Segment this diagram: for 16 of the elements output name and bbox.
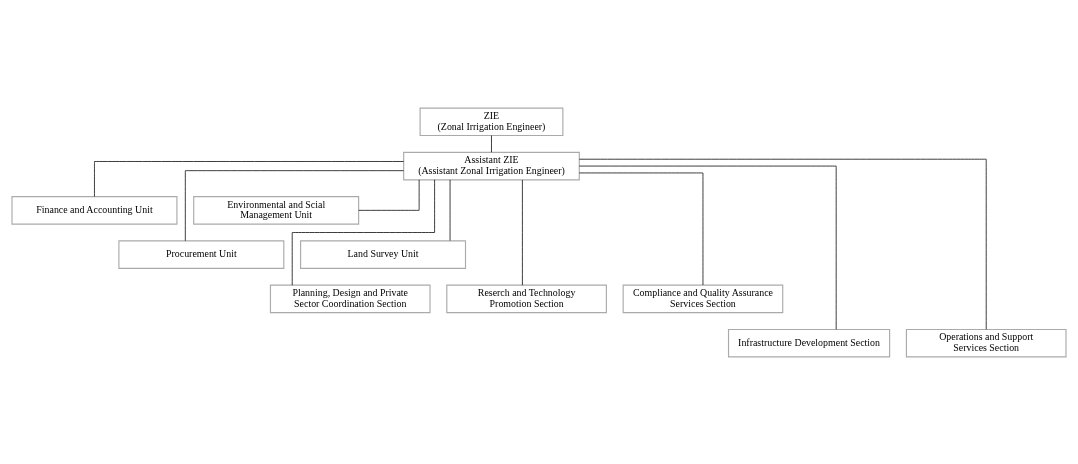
node-box: Environmental and Scial Management Unit bbox=[193, 195, 360, 225]
node-box: Assistant ZIE (Assistant Zonal Irrigation Engineer) bbox=[403, 151, 580, 180]
node-box: Reserch and Technology Promotion Section bbox=[446, 284, 607, 313]
connector bbox=[94, 160, 404, 197]
connector bbox=[358, 178, 420, 211]
node-box: Operations and Support Services Section bbox=[905, 328, 1067, 358]
node-box: Finance and Accounting Unit bbox=[11, 195, 178, 225]
node-box: Land Survey Unit bbox=[300, 239, 467, 269]
node-box: Planning, Design and Private Sector Coordination Section bbox=[269, 284, 431, 313]
connector bbox=[522, 179, 523, 285]
node-box: Procurement Unit bbox=[118, 239, 285, 269]
node-box: Compliance and Quality Assurance Services Section bbox=[622, 284, 784, 313]
node-box: Infrastructure Development Section bbox=[727, 328, 891, 358]
connector bbox=[491, 134, 492, 153]
connector bbox=[291, 178, 435, 286]
node-box: ZIE (Zonal Irrigation Engineer) bbox=[419, 106, 564, 136]
